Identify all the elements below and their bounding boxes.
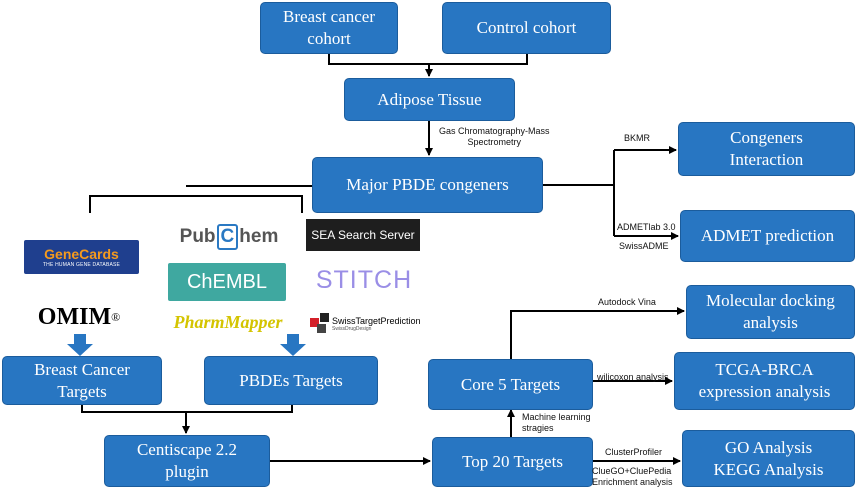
clusterprofiler-label: ClusterProfiler [605,447,663,457]
chembl-logo: ChEMBL [168,263,286,301]
breast-cancer-targets-box: Breast Cancer Targets [2,356,162,405]
machine-learning-label: Machine learning stragies [522,412,591,433]
congeners-interaction-box: Congeners Interaction [678,122,855,176]
molecular-docking-box: Molecular docking analysis [686,285,855,339]
pubchem-logo-part2: hem [239,226,279,247]
admetlab-label: ADMETlab 3.0 [617,222,676,232]
tcga-brca-box: TCGA-BRCA expression analysis [674,352,855,410]
pubchem-logo-part1: Pub [179,226,216,247]
genecards-logo: GeneCards THE HUMAN GENE DATABASE [24,240,139,274]
genecards-logo-text: GeneCards [44,246,119,262]
stitch-logo-text: STITCH [315,265,413,294]
pharmmapper-logo-text: PharmMapper [173,311,283,332]
pubchem-logo-hex: C [216,224,239,250]
cluego-label: ClueGO+CluePedia Enrichment analysis [592,466,673,487]
connector-targets-merge [81,405,293,413]
control-cohort-box: Control cohort [442,2,611,54]
core5-targets-box: Core 5 Targets [428,359,593,410]
breast-cancer-cohort-box: Breast cancer cohort [260,2,398,54]
autodock-label: Autodock Vina [598,297,656,307]
swissadme-label: SwissADME [619,241,669,251]
wilcoxon-label: wilicoxon analysis [597,372,669,382]
genecards-logo-subtext: THE HUMAN GENE DATABASE [42,262,121,268]
pharmmapper-logo: PharmMapper [166,308,290,336]
omim-logo-text: OMIM [37,303,112,330]
swisstargetprediction-logo-text: SwissTargetPrediction [332,316,421,326]
sea-search-server-logo-text: SEA Search Server [311,228,415,242]
adipose-tissue-box: Adipose Tissue [344,78,515,121]
omim-registered-mark: ® [111,309,121,324]
sea-search-server-logo: SEA Search Server [306,219,420,251]
swissdrugdesign-logo-text: SwissDrugDesign [332,326,372,332]
blue-arrow-omim [67,334,93,356]
bkmr-label: BKMR [624,133,651,143]
blue-arrow-pbdes [280,334,306,356]
swisstargetprediction-logo: SwissTargetPrediction SwissDrugDesign [332,313,428,335]
swiss-cubes-icon [310,313,329,333]
admet-prediction-box: ADMET prediction [680,210,855,262]
top20-targets-box: Top 20 Targets [432,437,593,487]
chembl-logo-text: ChEMBL [186,270,268,293]
connector-bar-left [89,195,303,213]
go-kegg-analysis-box: GO Analysis KEGG Analysis [682,430,855,487]
major-pbde-congeners-box: Major PBDE congeners [312,157,543,213]
omim-logo: OMIM® [22,300,136,334]
connector-cohorts-merge [328,54,528,65]
pbdes-targets-box: PBDEs Targets [204,356,378,405]
stitch-logo: STITCH [309,264,419,296]
centiscape-box: Centiscape 2.2 plugin [104,435,270,487]
arrow-to-docking [510,307,685,359]
gcms-label: Gas Chromatography-Mass Spectrometry [439,126,550,147]
